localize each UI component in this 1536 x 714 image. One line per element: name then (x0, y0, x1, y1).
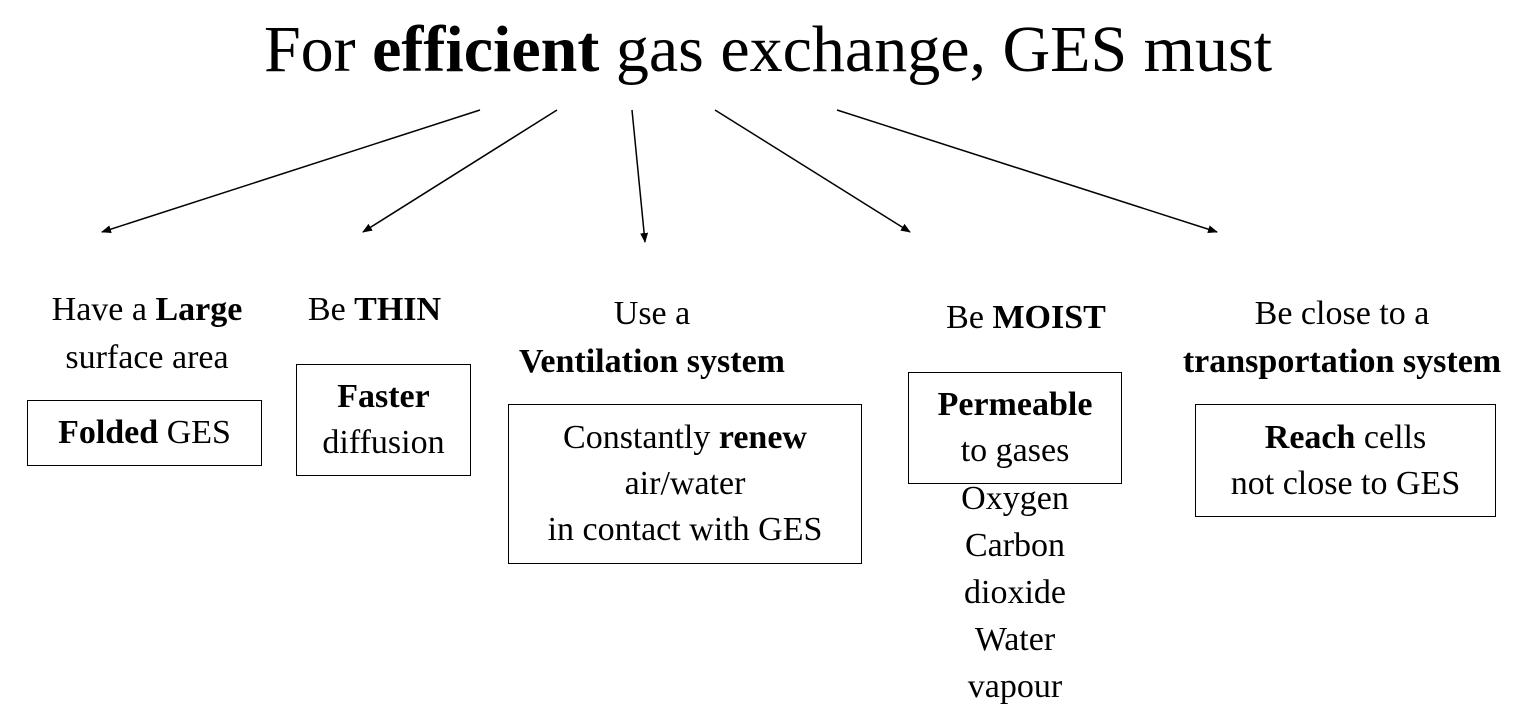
arrow-ventilation (631, 109, 649, 243)
diagram-title: For efficient gas exchange, GES must (263, 13, 1273, 86)
box-faster-diffusion: Faster diffusion (296, 364, 471, 476)
box-permeable-to-gases: Permeable to gases (908, 372, 1122, 484)
box-constantly-renew: Constantly renew air/water in contact wi… (508, 404, 862, 564)
heading-large-surface-area: Have a Large surface area (51, 291, 243, 376)
gas-item: Carbon (964, 527, 1066, 564)
box-folded-ges: Folded GES (27, 400, 262, 466)
heading-thin: Be THIN (307, 291, 442, 328)
gases-list: Oxygen Carbon dioxide Water vapour (908, 475, 1122, 710)
arrow-thin (362, 109, 558, 233)
arrow-moist (714, 109, 911, 233)
arrow-transport (836, 109, 1218, 234)
gas-item: Water (974, 621, 1056, 658)
heading-ventilation-system: Use a Ventilation system (518, 295, 786, 380)
heading-moist: Be MOIST (946, 299, 1106, 336)
gas-item: Oxygen (961, 480, 1069, 517)
gas-item: vapour (967, 668, 1063, 705)
gas-item: dioxide (964, 574, 1066, 611)
box-reach-cells: Reach cells not close to GES (1195, 404, 1496, 517)
arrow-large-surface (101, 109, 481, 234)
heading-transportation-system: Be close to a transportation system (1182, 295, 1502, 380)
